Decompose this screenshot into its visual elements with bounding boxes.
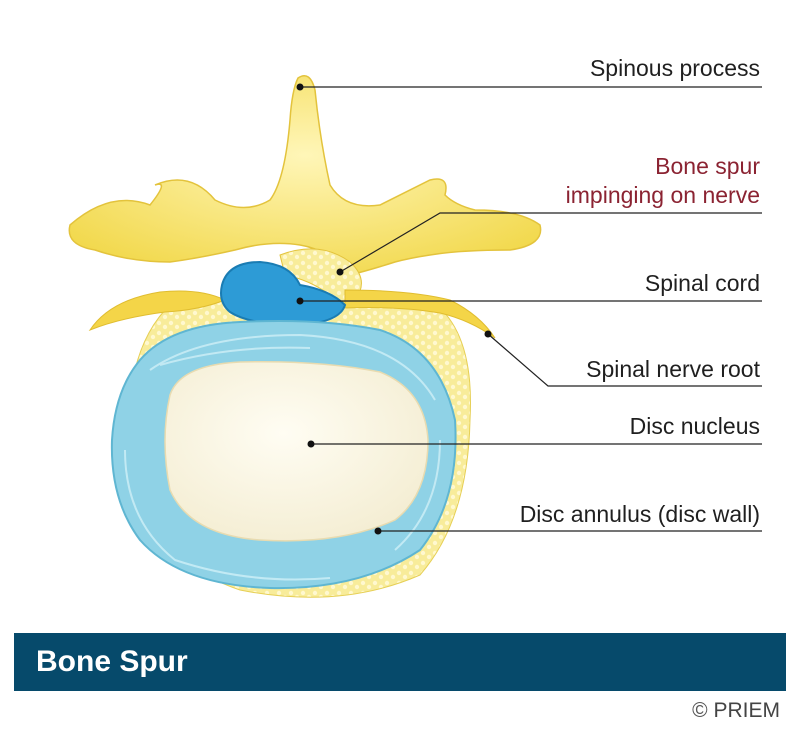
label-spinal-nerve-root: Spinal nerve root bbox=[586, 356, 760, 382]
label-spinous-process: Spinous process bbox=[589, 55, 760, 81]
annulus-ring-lines bbox=[124, 333, 441, 581]
page-title: Bone Spur bbox=[36, 645, 188, 678]
label-bone-spur-line2: impinging on nerve bbox=[565, 182, 760, 208]
brand-name: PRIEM bbox=[713, 699, 780, 722]
leader-lines bbox=[300, 86, 762, 532]
label-spinal-cord: Spinal cord bbox=[644, 270, 760, 296]
disc-nucleus-shape bbox=[164, 360, 429, 542]
copyright-symbol: © bbox=[692, 699, 708, 722]
right-nerve-root bbox=[344, 289, 496, 339]
spinal-cord-shape bbox=[220, 260, 347, 327]
label-disc-nucleus: Disc nucleus bbox=[629, 413, 760, 439]
label-disc-annulus: Disc annulus (disc wall) bbox=[519, 501, 760, 527]
copyright-credit: © PRIEM bbox=[692, 699, 780, 723]
vertebral-arch bbox=[68, 75, 542, 276]
label-bone-spur-line1: Bone spur bbox=[655, 153, 760, 179]
leader-dots bbox=[296, 83, 492, 535]
title-bar: Bone Spur bbox=[14, 633, 786, 691]
